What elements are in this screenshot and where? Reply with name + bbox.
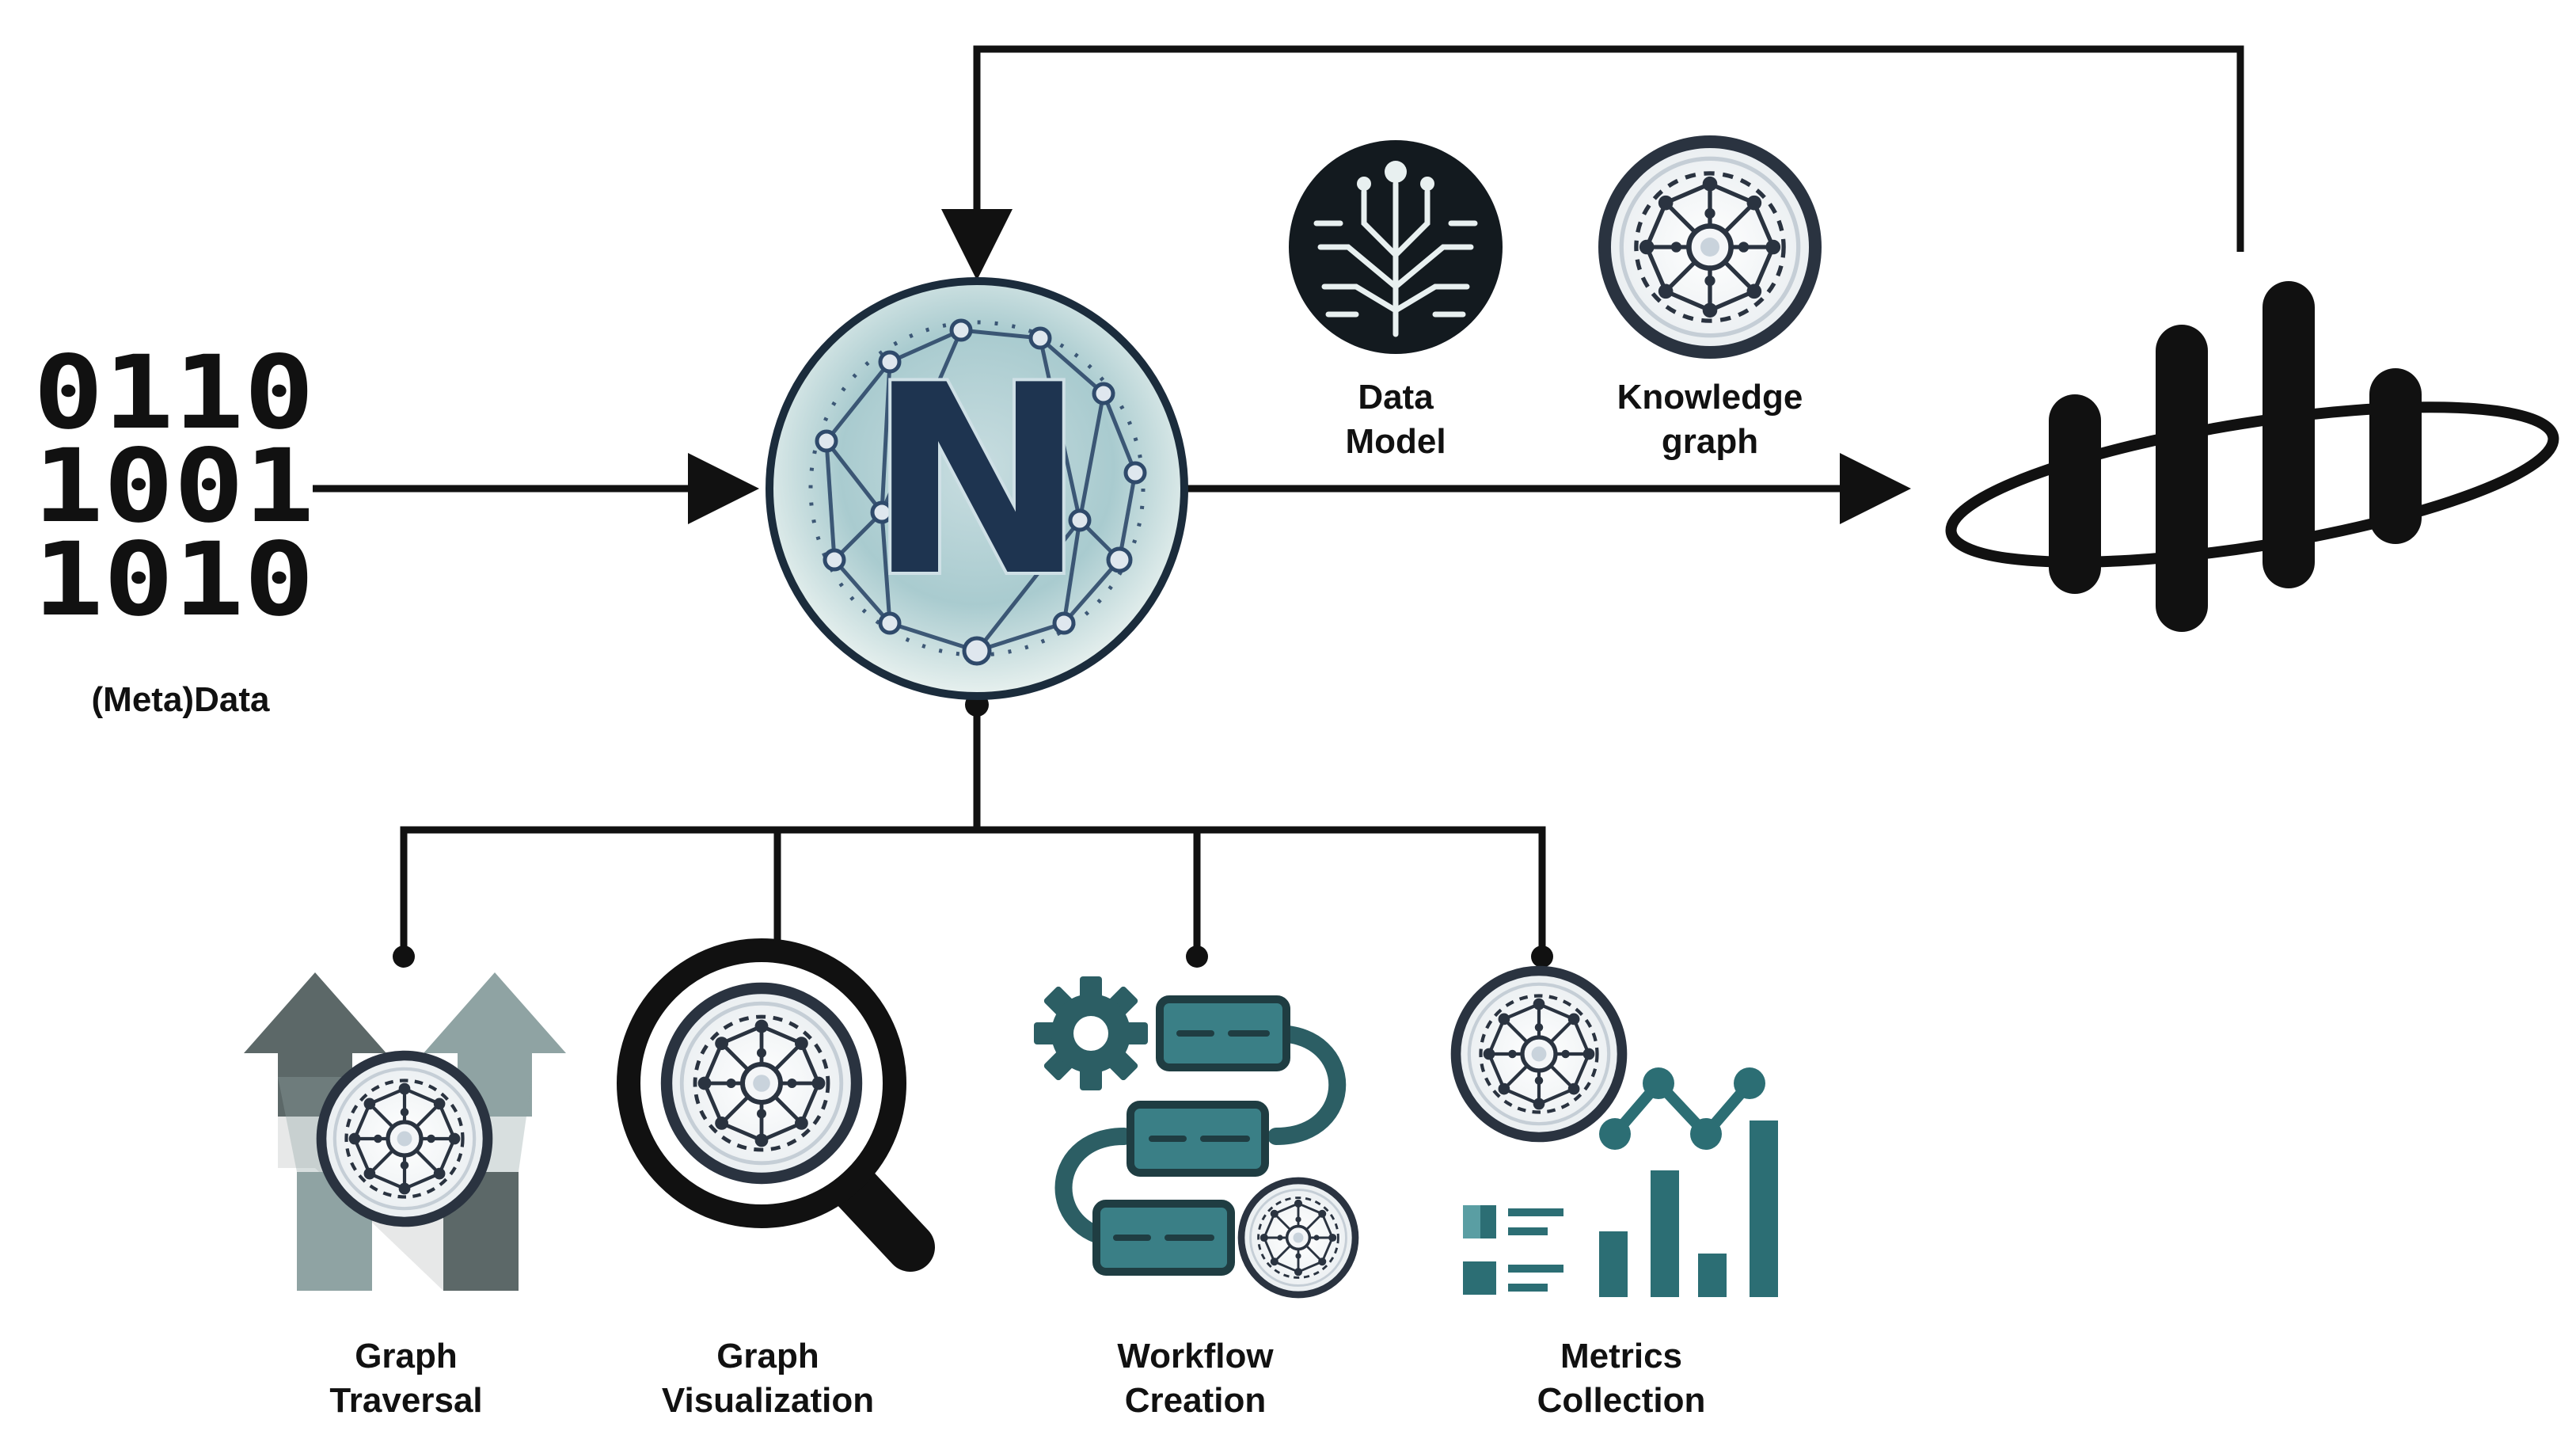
metrics-collection-label-line1: Metrics (1560, 1337, 1682, 1375)
binary-row-3: 1010 (33, 521, 314, 639)
graph-visualization-label-line1: Graph (716, 1337, 819, 1375)
graph-traversal-label-line2: Traversal (329, 1381, 482, 1420)
binary-row-2: 1001 (33, 428, 314, 546)
binary-row-1: 0110 (33, 334, 314, 452)
connectors (313, 45, 2244, 957)
branch-bus (400, 826, 1546, 957)
graph-visualization-label-line2: Visualization (662, 1381, 874, 1420)
traversal-graph-node-icon (321, 1056, 488, 1222)
workflow-gear-pipeline-icon (1034, 976, 1347, 1276)
data-model-label-line2: Model (1345, 422, 1446, 461)
metrics-graph-node-icon (1456, 971, 1622, 1137)
workflow-creation-label-line1: Workflow (1117, 1337, 1274, 1375)
graph-traversal-label-line1: Graph (355, 1337, 458, 1375)
knowledge-graph-label-line1: Knowledge (1617, 378, 1803, 417)
striped-ring-logo-icon (1945, 281, 2559, 632)
visualization-graph-node-icon (667, 988, 857, 1178)
knowledge-graph-network-icon (1605, 142, 1815, 352)
metadata-label: (Meta)Data (92, 680, 270, 719)
dot-metrics (1531, 945, 1553, 968)
knowledge-graph-label-line2: graph (1662, 422, 1758, 461)
data-model-label-line1: Data (1358, 378, 1434, 417)
gear-icon (1034, 976, 1148, 1090)
metrics-collection-label-line2: Collection (1537, 1381, 1706, 1420)
workflow-graph-node-icon (1241, 1181, 1355, 1295)
workflow-creation-label-line2: Creation (1125, 1381, 1266, 1420)
center-n-letter: N (868, 329, 1086, 633)
neo-network-n-icon: N (766, 277, 1188, 700)
feedback-loop-arrow (941, 45, 2244, 280)
metrics-chart-icon (1463, 1067, 1778, 1297)
data-model-tree-icon (1289, 140, 1503, 354)
dot-traversal (393, 945, 415, 968)
metadata-binary: 0110 1001 1010 (33, 334, 314, 639)
dot-workflow (1186, 945, 1208, 968)
